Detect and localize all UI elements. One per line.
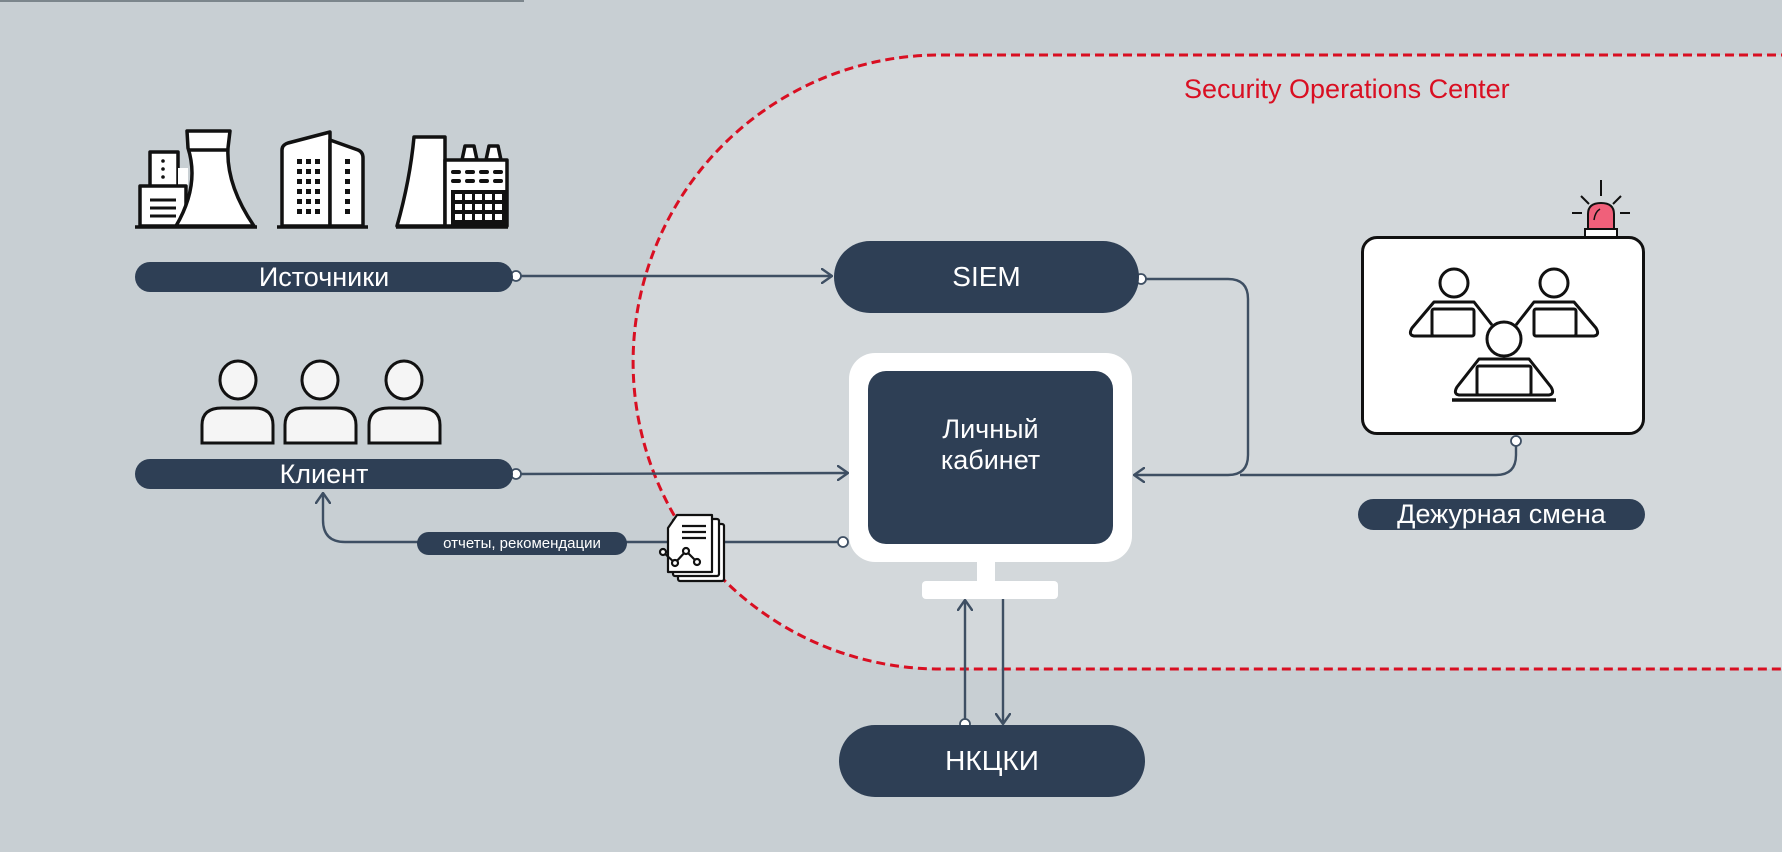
nkcki-node[interactable]: НКЦКИ — [839, 725, 1145, 797]
monitor-stand-neck — [977, 560, 995, 584]
user-icon — [200, 359, 275, 445]
siem-node[interactable]: SIEM — [834, 241, 1139, 313]
connector-dot — [1510, 435, 1522, 447]
sources-node[interactable]: Источники — [135, 262, 513, 292]
client-node[interactable]: Клиент — [135, 459, 513, 489]
user-icon — [367, 359, 442, 445]
duty-shift-label: Дежурная смена — [1397, 499, 1606, 529]
office-building-icon — [277, 130, 368, 229]
nuclear-plant-icon — [135, 129, 257, 229]
duty-shift-box[interactable] — [1361, 236, 1645, 435]
edge-siem-account — [1134, 277, 1250, 475]
duty-shift-node[interactable]: Дежурная смена — [1358, 499, 1645, 530]
user-icon — [283, 359, 358, 445]
top-rule — [0, 0, 524, 2]
client-label: Клиент — [279, 458, 369, 489]
operators-at-laptops-icon — [1408, 267, 1600, 402]
reports-label: отчеты, рекомендации — [443, 535, 601, 552]
factory-icon — [395, 135, 509, 229]
edge-account-client — [323, 493, 843, 544]
siren-icon — [1572, 180, 1630, 239]
nkcki-label: НКЦКИ — [945, 745, 1039, 776]
report-documents-icon — [658, 513, 726, 583]
sources-label: Источники — [258, 261, 390, 292]
edge-client-account — [515, 473, 848, 474]
soc-title: Security Operations Center — [1184, 74, 1510, 104]
reports-edge-label: отчеты, рекомендации — [417, 532, 627, 555]
monitor-stand-base — [922, 581, 1058, 599]
siem-label: SIEM — [952, 261, 1021, 292]
personal-account-label-line2: кабинет — [940, 444, 1041, 475]
personal-account-label-line1: Личный — [942, 413, 1039, 444]
connector-dot — [837, 536, 849, 548]
personal-account-node[interactable]: Личный кабинет — [868, 371, 1113, 544]
edge-duty-account — [1240, 441, 1518, 477]
